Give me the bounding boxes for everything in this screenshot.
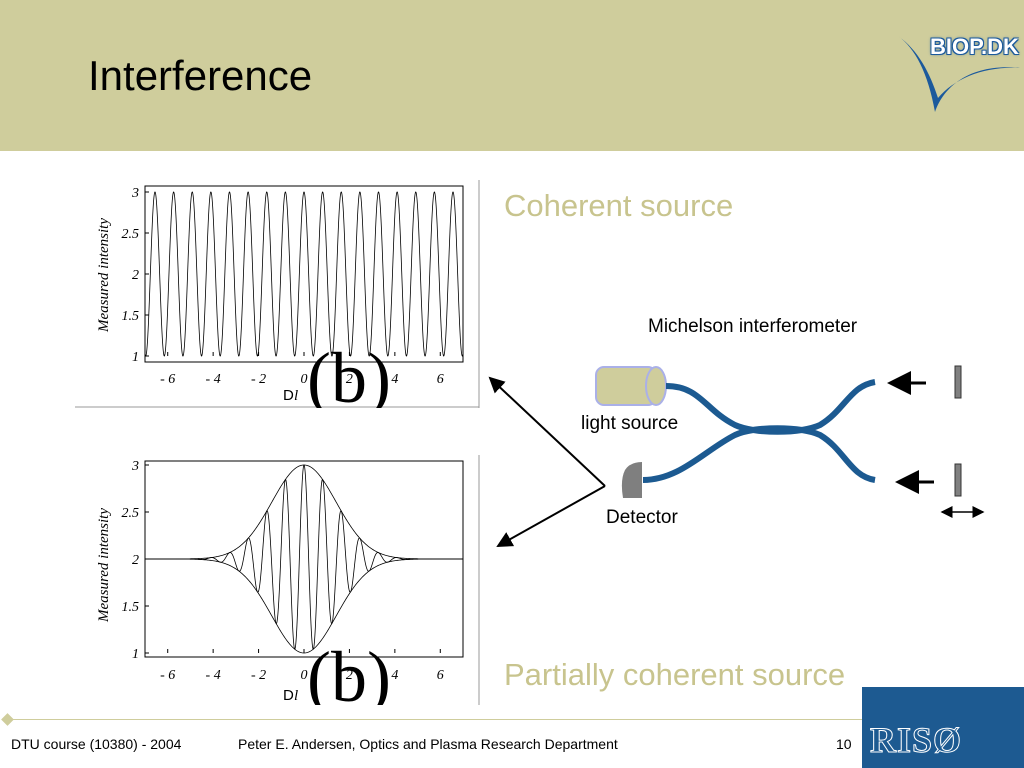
x-axis-label-l: l — [294, 688, 298, 704]
partial-coherent-plot-svg: 3 2.5 2 1.5 1 - 6 - 4 - 2 0 2 4 6 Measured intensi… — [96, 455, 480, 705]
x-tick-label: - 6 — [160, 372, 175, 387]
footer-author: Peter E. Andersen, Optics and Plasma Res… — [238, 736, 618, 752]
footer-course: DTU course (10380) - 2004 — [11, 736, 182, 752]
coherent-plot-svg: 3 2.5 2 1.5 1 - 6 - 4 - 2 0 2 4 6 Measured intensi… — [75, 180, 480, 408]
biop-logo: BIOP.DK — [890, 28, 1020, 118]
x-axis-label-d: D — [283, 687, 294, 704]
x-tick-label: - 6 — [160, 668, 175, 683]
x-tick-label: 2 — [346, 372, 353, 387]
x-tick-label: 6 — [437, 372, 444, 387]
x-tick-label: - 4 — [206, 668, 221, 683]
y-tick-label: 3 — [131, 186, 139, 201]
x-tick-label: - 2 — [251, 372, 266, 387]
x-tick-label: 6 — [437, 668, 444, 683]
y-tick-label: 1 — [132, 350, 139, 365]
pointer-arrow-bottom — [496, 485, 606, 547]
light-source-label: light source — [581, 413, 679, 434]
y-axis-label: Measured intensity — [96, 218, 112, 333]
x-tick-label: 4 — [391, 668, 398, 683]
partial-intensity-line — [145, 464, 463, 650]
y-tick-label: 2 — [132, 553, 139, 568]
partial-coherent-plot: 3 2.5 2 1.5 1 - 6 - 4 - 2 0 2 4 6 Measured intensi… — [75, 455, 485, 705]
x-tick-label: - 2 — [251, 668, 266, 683]
upper-envelope-line — [145, 464, 463, 560]
slide-title: Interference — [88, 52, 313, 99]
coherent-source-label: Coherent source — [504, 188, 734, 223]
x-tick-label: - 4 — [206, 372, 221, 387]
lower-envelope-line — [145, 558, 463, 654]
coherent-plot: 3 2.5 2 1.5 1 - 6 - 4 - 2 0 2 4 6 Measured intensi… — [75, 180, 485, 408]
michelson-diagram-svg — [488, 365, 985, 547]
pointer-arrow-top — [488, 376, 606, 487]
coherent-intensity-line — [144, 191, 464, 357]
x-axis-label-l: l — [294, 388, 298, 404]
moving-mirror-icon — [954, 463, 962, 497]
x-tick-label: 2 — [346, 668, 353, 683]
fixed-mirror-icon — [954, 365, 962, 399]
riso-logo: RISØ — [862, 687, 1024, 768]
x-tick-label: 0 — [301, 372, 308, 387]
riso-logo-text: RISØ — [869, 720, 963, 761]
y-tick-label: 2.5 — [122, 227, 140, 242]
overlay-label-bottom: (b) — [307, 637, 391, 705]
x-axis-label-d: D — [283, 387, 294, 404]
detector-label: Detector — [606, 507, 678, 528]
header-band — [0, 0, 1024, 151]
y-tick-label: 2.5 — [122, 506, 140, 521]
y-tick-label: 1.5 — [122, 309, 140, 324]
partial-source-label: Partially coherent source — [504, 657, 846, 692]
y-tick-label: 3 — [131, 459, 139, 474]
x-tick-label: 0 — [301, 668, 308, 683]
y-tick-label: 2 — [132, 268, 139, 283]
page-number: 10 — [836, 736, 852, 752]
detector-icon — [621, 462, 642, 498]
michelson-title: Michelson interferometer — [648, 316, 858, 337]
x-tick-label: 4 — [391, 372, 398, 387]
y-tick-label: 1 — [132, 647, 139, 662]
footer-divider — [8, 719, 863, 720]
biop-logo-text: BIOP.DK — [930, 34, 1019, 59]
overlay-label-top: (b) — [307, 338, 391, 408]
fiber-coupler — [642, 379, 876, 483]
y-axis-label: Measured intensity — [96, 508, 112, 623]
y-tick-label: 1.5 — [122, 600, 140, 615]
light-source-icon — [595, 366, 667, 406]
michelson-diagram: Michelson interferometer light source De… — [480, 300, 1000, 565]
